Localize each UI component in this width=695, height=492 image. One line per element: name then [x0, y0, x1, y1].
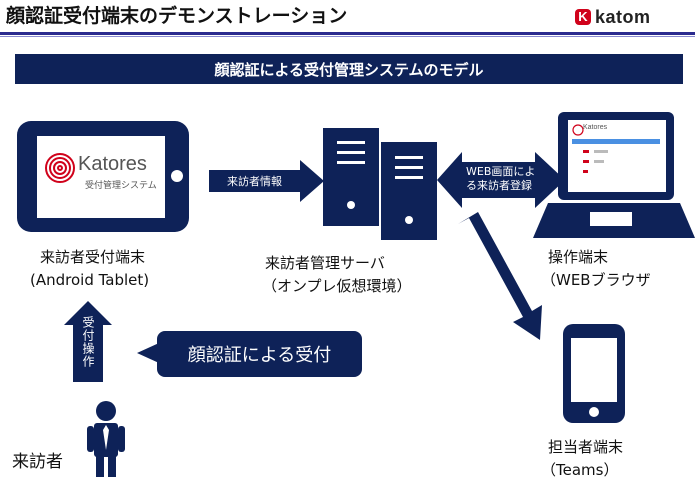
phone-label-line1: 担当者端末 [548, 438, 624, 456]
tablet-label-line2: (Android Tablet) [30, 271, 150, 289]
face-auth-callout: 顔認証による受付 [157, 331, 362, 377]
notify-arrow [458, 212, 542, 340]
tablet-icon [17, 121, 189, 232]
header-divider-thin [0, 36, 695, 37]
callout-text: 顔認証による受付 [187, 345, 332, 366]
web-register-label-2: る来訪者登録 [466, 179, 532, 192]
laptop-screen-logo: Katores [583, 124, 608, 131]
banner-text: 顔認証による受付管理システムのモデル [214, 60, 484, 79]
laptop-icon [533, 112, 695, 238]
model-banner: 顔認証による受付管理システムのモデル [15, 54, 683, 84]
phone-label-line2: （Teams） [541, 461, 619, 479]
web-register-label-1: WEB画面によ [466, 165, 536, 178]
reception-op-arrow [64, 301, 112, 382]
reception-op-label: 受付操作 [81, 316, 95, 368]
smartphone-icon [563, 324, 625, 423]
server-icon [323, 128, 437, 240]
tablet-label-line1: 来訪者受付端末 [40, 248, 146, 266]
logo-mark-icon: K [575, 9, 591, 25]
callout-pointer [137, 343, 159, 363]
tablet-app-name: Katores [78, 153, 147, 175]
company-logo: K katom [575, 6, 687, 28]
visitor-label: 来訪者 [12, 452, 63, 472]
katores-logo-icon [45, 153, 75, 183]
web-register-arrow [437, 152, 565, 208]
laptop-label-line1: 操作端末 [548, 248, 609, 266]
visitor-info-arrow [209, 160, 324, 202]
visitor-info-label: 来訪者情報 [227, 175, 282, 188]
logo-text: katom [595, 6, 651, 27]
header-divider [0, 32, 695, 35]
visitor-person-icon [87, 401, 125, 477]
laptop-label-line2: （WEBブラウザ [541, 271, 651, 289]
tablet-app-subtitle: 受付管理システム [85, 181, 157, 191]
server-label-line2: （オンプレ仮想環境） [262, 277, 412, 295]
server-label-line1: 来訪者管理サーバ [265, 254, 385, 272]
page-title: 顔認証受付端末のデモンストレーション [6, 5, 348, 27]
